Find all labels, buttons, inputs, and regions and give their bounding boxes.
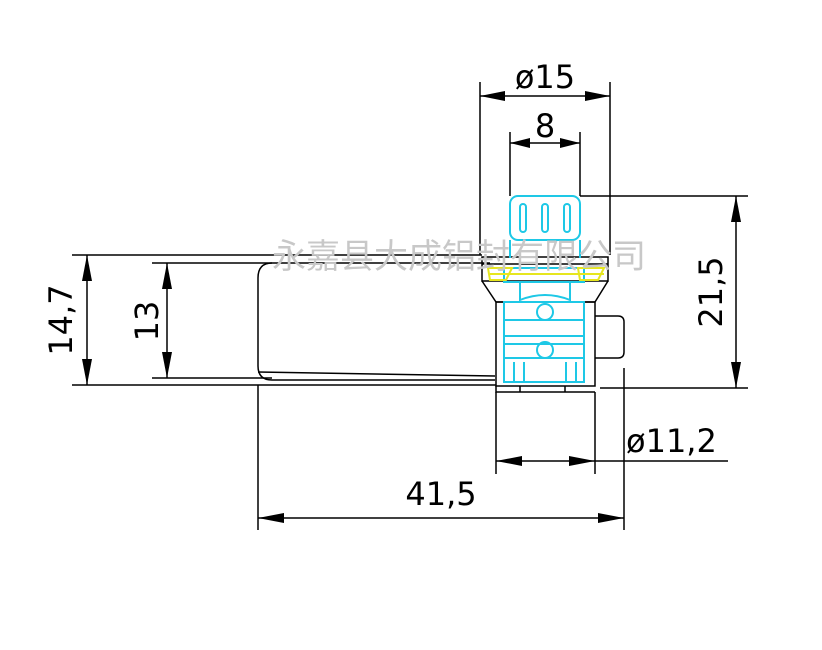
dim-bottom-diameter-label: ø11,2	[626, 422, 717, 460]
dim-left-outer-height: 14,7	[42, 254, 496, 386]
seal-detail	[486, 267, 606, 281]
dim-total-length: 41,5	[257, 368, 625, 530]
dim-top-diameter: ø15	[479, 58, 611, 255]
tube-body	[257, 262, 496, 381]
dim-top-diameter-label: ø15	[515, 58, 575, 96]
connector-detail	[503, 195, 585, 383]
dim-total-length-label: 41,5	[405, 475, 476, 513]
company-watermark: 永嘉县大成铝封有限公司	[272, 237, 646, 277]
dim-left-outer-height-label: 14,7	[42, 284, 80, 355]
dim-top-inner: 8	[509, 107, 581, 196]
dim-bottom-diameter: ø11,2	[495, 392, 728, 474]
dim-top-inner-label: 8	[535, 107, 555, 145]
dim-right-height: 21,5	[580, 195, 748, 389]
dim-right-height-label: 21,5	[692, 256, 730, 327]
dim-left-inner-height: 13	[128, 262, 272, 379]
dim-left-inner-height-label: 13	[128, 301, 166, 342]
